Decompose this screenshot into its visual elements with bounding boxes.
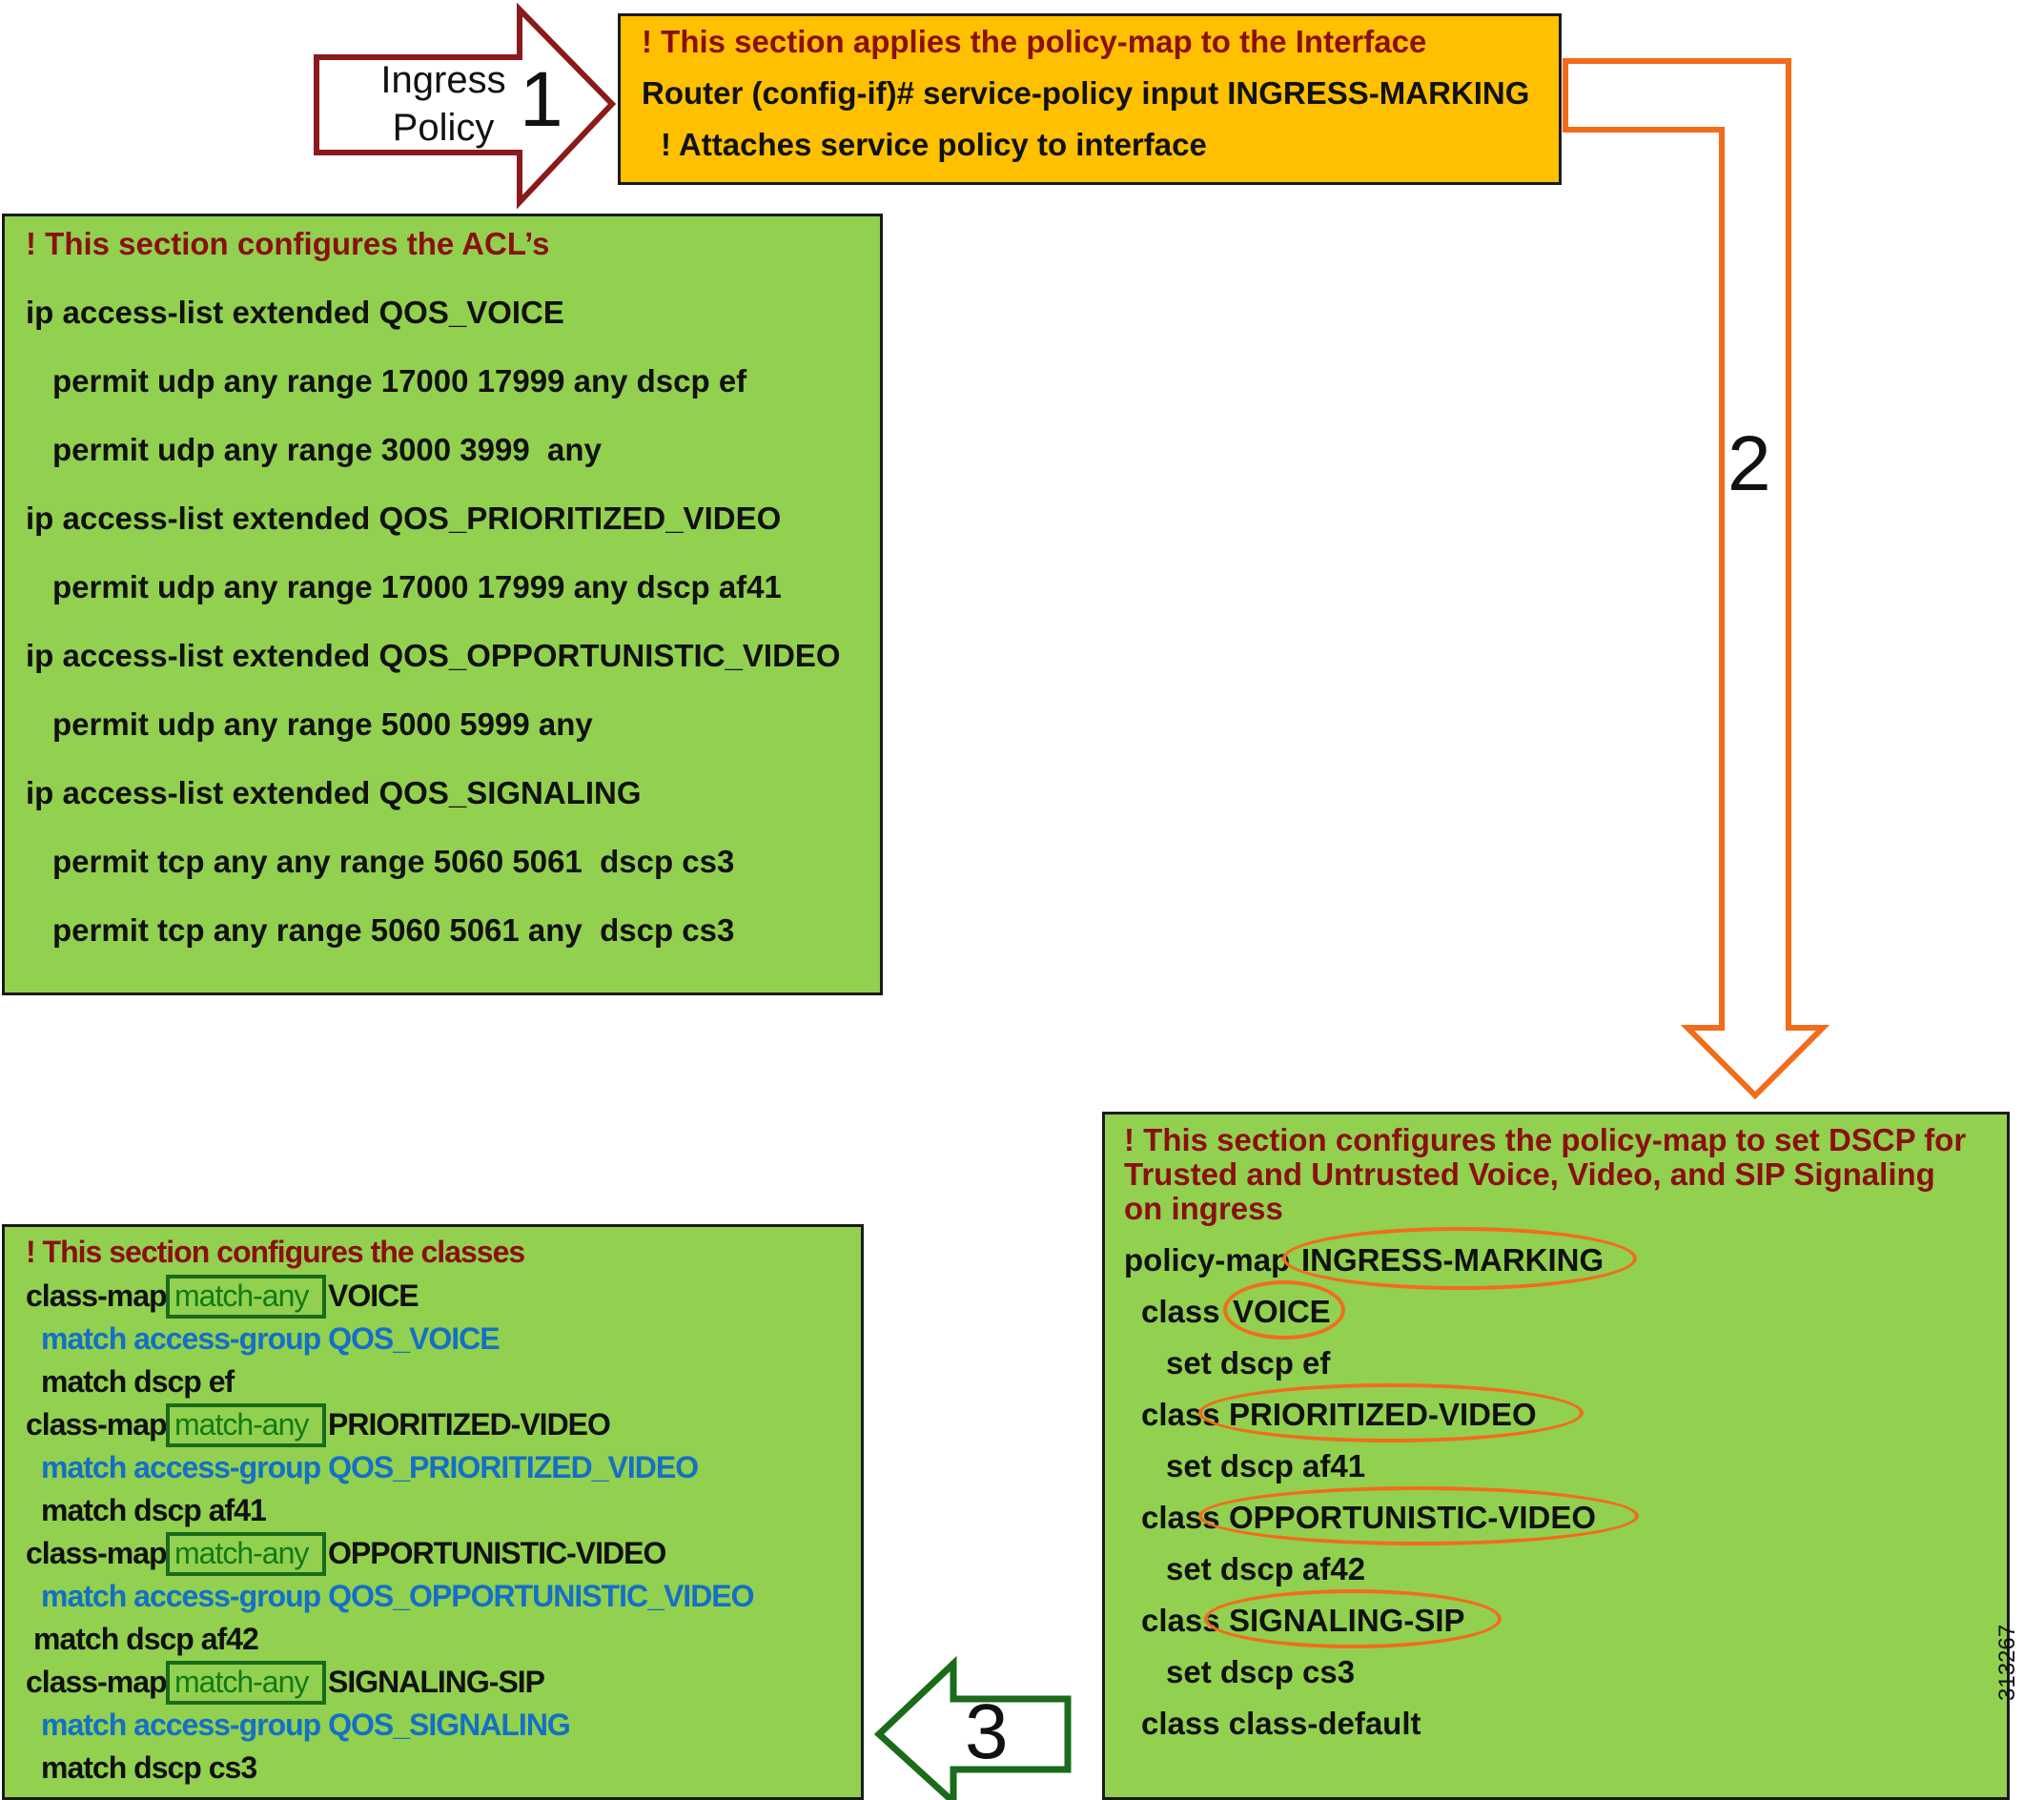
acl-line: ip access-list extended QOS_OPPORTUNISTI…: [26, 638, 841, 673]
acl-line: permit tcp any any range 5060 5061 dscp …: [52, 844, 735, 879]
arrow-1-label-policy: Policy: [392, 107, 495, 149]
class-name-highlight-oval: [1198, 1486, 1639, 1545]
class-map-keyword: class-map: [26, 1536, 168, 1570]
match-dscp-line: match dscp af41: [41, 1493, 267, 1527]
class-map-name: SIGNALING-SIP: [328, 1665, 545, 1699]
match-any-highlight: [166, 1275, 326, 1319]
match-any-keyword: match-any: [174, 1407, 309, 1442]
acl-line: permit udp any range 17000 17999 any dsc…: [52, 363, 747, 399]
acl-config-box: ! This section configures the ACL’s ip a…: [2, 214, 883, 995]
classes-comment: ! This section configures the classes: [26, 1235, 525, 1269]
policy-comment-line: ! This section configures the policy-map…: [1124, 1122, 1967, 1157]
policy-map-keyword: policy-map: [1124, 1242, 1291, 1278]
class-name-highlight-oval: [1198, 1383, 1584, 1442]
arrow-2-policy-flow: [1563, 58, 1830, 1100]
match-dscp-line: match dscp ef: [41, 1364, 235, 1399]
service-policy-command: Router (config-if)# service-policy input…: [642, 75, 1530, 111]
set-dscp-line: set dscp cs3: [1166, 1654, 1356, 1689]
figure-id: 313267: [1994, 1624, 2020, 1701]
match-any-keyword: match-any: [174, 1665, 309, 1699]
match-any-keyword: match-any: [174, 1278, 309, 1313]
acl-line: permit udp any range 17000 17999 any dsc…: [52, 569, 782, 604]
match-any-highlight: [166, 1661, 326, 1705]
class-default-line: class class-default: [1141, 1706, 1421, 1741]
class-map-keyword: class-map: [26, 1278, 168, 1313]
class-map-name: OPPORTUNISTIC-VIDEO: [328, 1536, 666, 1570]
match-dscp-line: match dscp cs3: [41, 1750, 257, 1785]
match-access-group-line: match access-group QOS_SIGNALING: [41, 1708, 571, 1742]
policy-name-highlight-oval: [1282, 1227, 1637, 1290]
class-map-name: VOICE: [328, 1278, 419, 1313]
match-dscp-line: match dscp af42: [33, 1622, 259, 1656]
acl-line: permit udp any range 5000 5999 any: [52, 706, 593, 742]
acl-line: ip access-list extended QOS_PRIORITIZED_…: [26, 501, 782, 536]
acl-line: ip access-list extended QOS_VOICE: [26, 295, 564, 330]
policy-comment-line: Trusted and Untrusted Voice, Video, and …: [1124, 1156, 1935, 1192]
acl-comment: ! This section configures the ACL’s: [26, 226, 550, 261]
arrow-1-label-ingress: Ingress: [380, 59, 506, 101]
set-dscp-line: set dscp af41: [1166, 1448, 1366, 1483]
arrow-3-classes-flow: [873, 1655, 1072, 1800]
match-any-highlight: [166, 1532, 326, 1576]
match-any-keyword: match-any: [174, 1536, 309, 1570]
policy-comment-line: on ingress: [1124, 1191, 1283, 1226]
acl-line: ip access-list extended QOS_SIGNALING: [26, 775, 642, 810]
interface-note: ! Attaches service policy to interface: [661, 127, 1207, 162]
class-map-keyword: class-map: [26, 1665, 168, 1699]
match-any-highlight: [166, 1403, 326, 1447]
class-name-highlight-oval: [1223, 1280, 1345, 1340]
set-dscp-line: set dscp af42: [1166, 1551, 1366, 1586]
class-map-name: PRIORITIZED-VIDEO: [328, 1407, 611, 1442]
acl-line: permit udp any range 3000 3999 any: [52, 432, 602, 467]
match-access-group-line: match access-group QOS_PRIORITIZED_VIDEO: [41, 1450, 699, 1484]
arrow-3-number: 3: [965, 1688, 1009, 1775]
class-keyword: class: [1141, 1294, 1220, 1329]
match-access-group-line: match access-group QOS_VOICE: [41, 1321, 501, 1356]
policy-map-config-box: ! This section configures the policy-map…: [1102, 1112, 2010, 1800]
arrow-1-ingress-policy: [314, 2, 617, 210]
arrow-1-number: 1: [520, 56, 563, 143]
class-map-config-box: ! This section configures the classes cl…: [2, 1224, 864, 1800]
interface-comment: ! This section applies the policy-map to…: [642, 24, 1427, 59]
interface-policy-box: ! This section applies the policy-map to…: [618, 13, 1562, 185]
acl-line: permit tcp any range 5060 5061 any dscp …: [52, 912, 735, 948]
match-access-group-line: match access-group QOS_OPPORTUNISTIC_VID…: [41, 1579, 755, 1613]
class-name-highlight-oval: [1204, 1589, 1502, 1648]
set-dscp-line: set dscp ef: [1166, 1345, 1331, 1381]
arrow-2-number: 2: [1727, 420, 1771, 507]
class-map-keyword: class-map: [26, 1407, 168, 1442]
